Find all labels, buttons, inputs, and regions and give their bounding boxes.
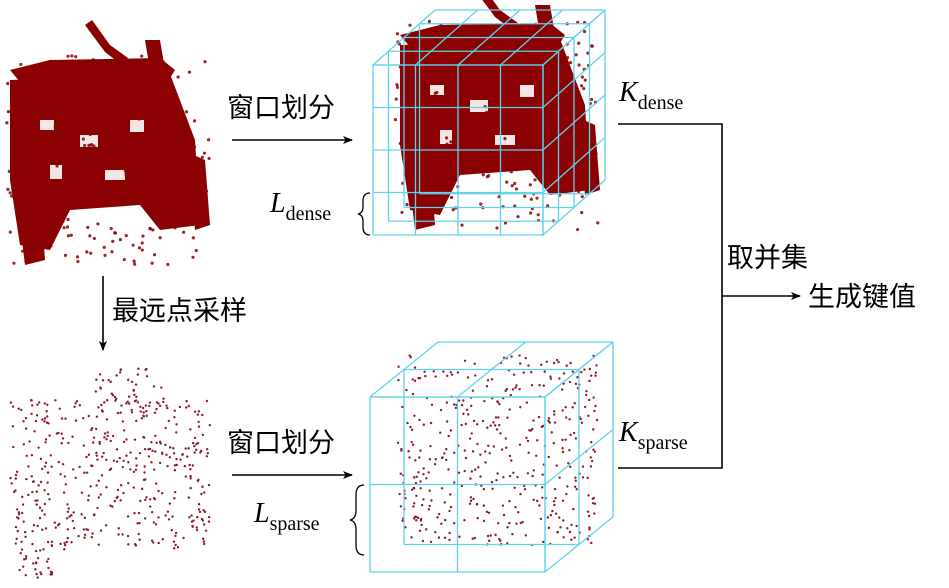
label-generate-kv: 生成键值 xyxy=(808,282,916,313)
dense-window-grid xyxy=(372,9,606,236)
dense-point-cloud-left xyxy=(5,20,211,267)
label-l-dense: Ldense xyxy=(269,188,331,225)
sparse-window-grid xyxy=(369,341,614,573)
label-l-sparse: Lsparse xyxy=(253,498,320,535)
label-union: 取并集 xyxy=(727,243,808,274)
label-fps: 最远点采样 xyxy=(112,296,247,327)
dense-point-cloud-in-grid xyxy=(393,0,600,232)
label-partition-bottom: 窗口划分 xyxy=(227,428,335,459)
brace-l-dense xyxy=(357,192,371,236)
sparse-point-cloud-left xyxy=(9,367,212,579)
brace-l-sparse xyxy=(349,484,365,556)
label-k-dense: Kdense xyxy=(618,77,683,114)
label-k-sparse: Ksparse xyxy=(618,417,688,454)
sparse-point-cloud-in-grid xyxy=(396,354,599,547)
label-partition-top: 窗口划分 xyxy=(227,93,335,124)
